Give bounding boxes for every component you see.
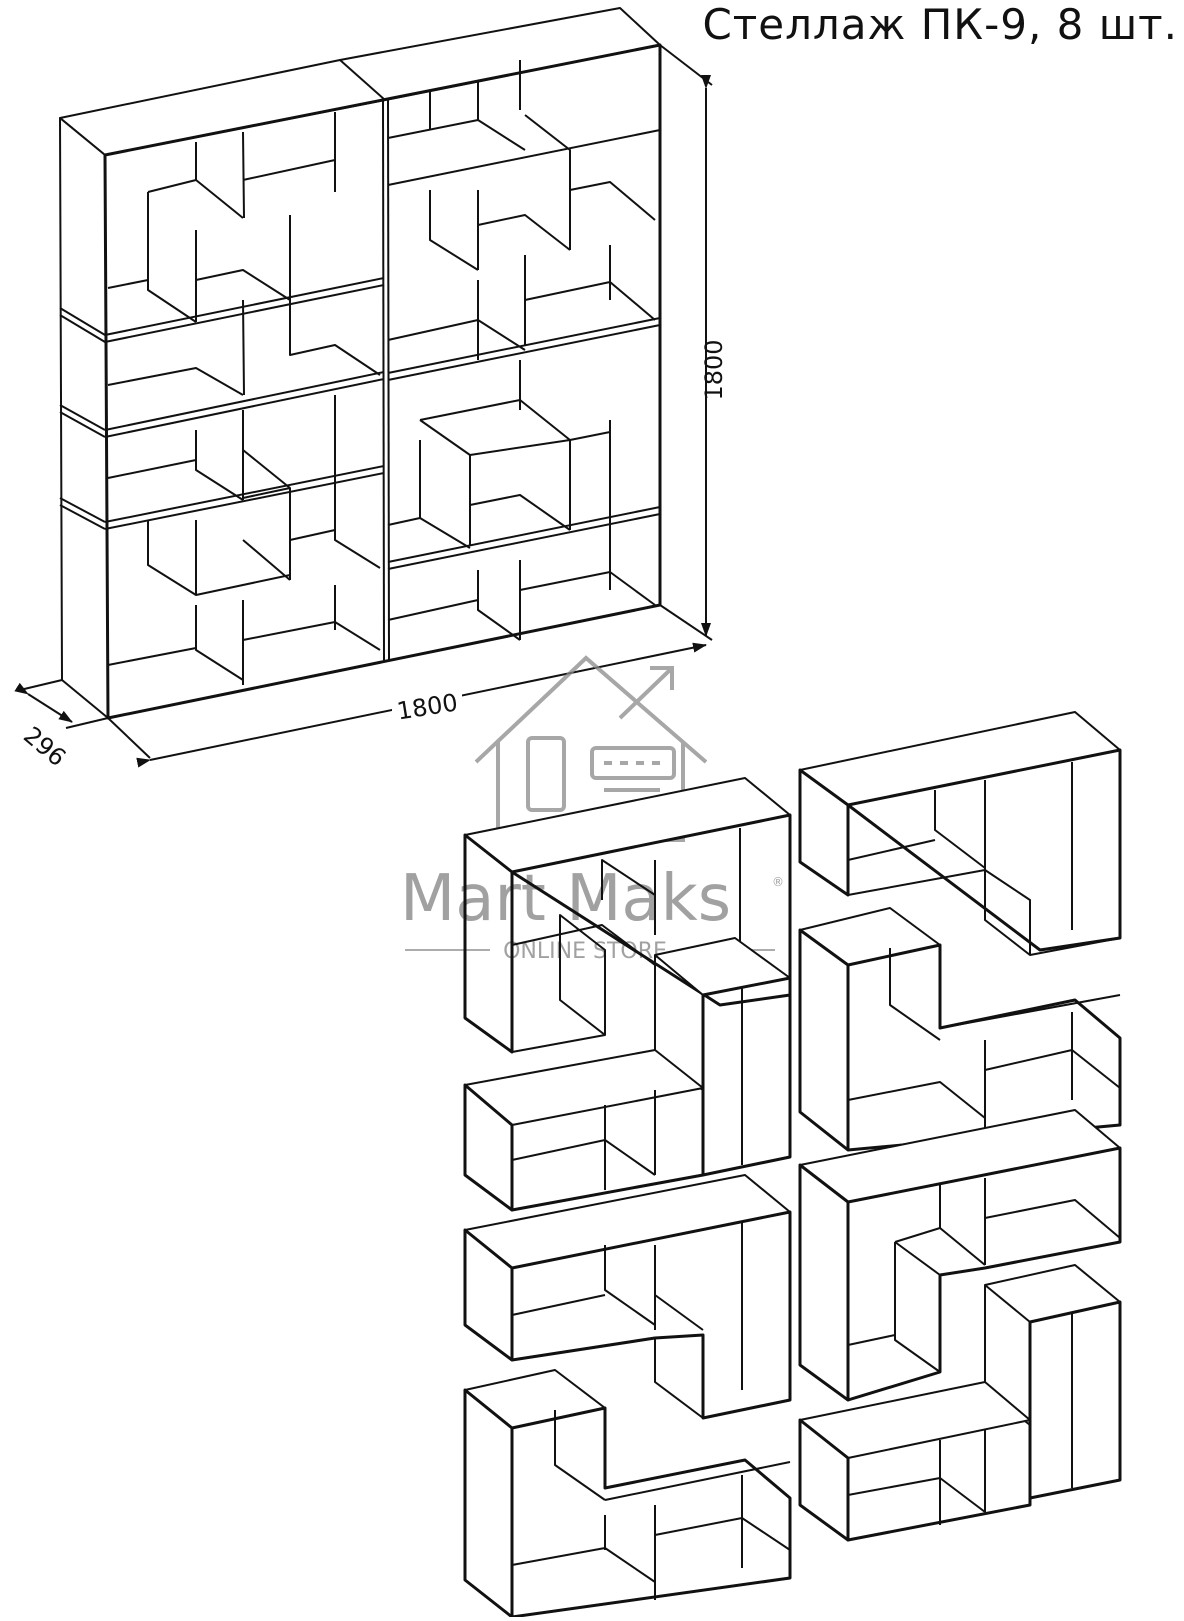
assembled-unit: 1800 1800 296 xyxy=(14,7,728,772)
height-dimension: 1800 xyxy=(700,339,728,400)
module-6 xyxy=(798,1109,1122,1402)
watermark-subtitle: ONLINE STORE xyxy=(503,939,667,964)
depth-dimension: 296 xyxy=(18,721,71,772)
watermark-brand: Mart Maks xyxy=(400,862,731,936)
module-7 xyxy=(463,1369,792,1619)
module-3 xyxy=(463,937,792,1212)
module-4 xyxy=(798,907,1122,1152)
assembled-module-seams xyxy=(59,129,661,570)
product-title: Стеллаж ПК-9, 8 шт. xyxy=(702,0,1178,49)
watermark-registered: ® xyxy=(772,875,784,889)
module-5 xyxy=(463,1174,792,1420)
module-8 xyxy=(798,1264,1122,1542)
module-1 xyxy=(463,777,792,1054)
assembled-top xyxy=(59,7,661,156)
exploded-modules xyxy=(463,711,1122,1619)
module-2 xyxy=(798,711,1122,956)
dimension-lines xyxy=(14,44,713,768)
